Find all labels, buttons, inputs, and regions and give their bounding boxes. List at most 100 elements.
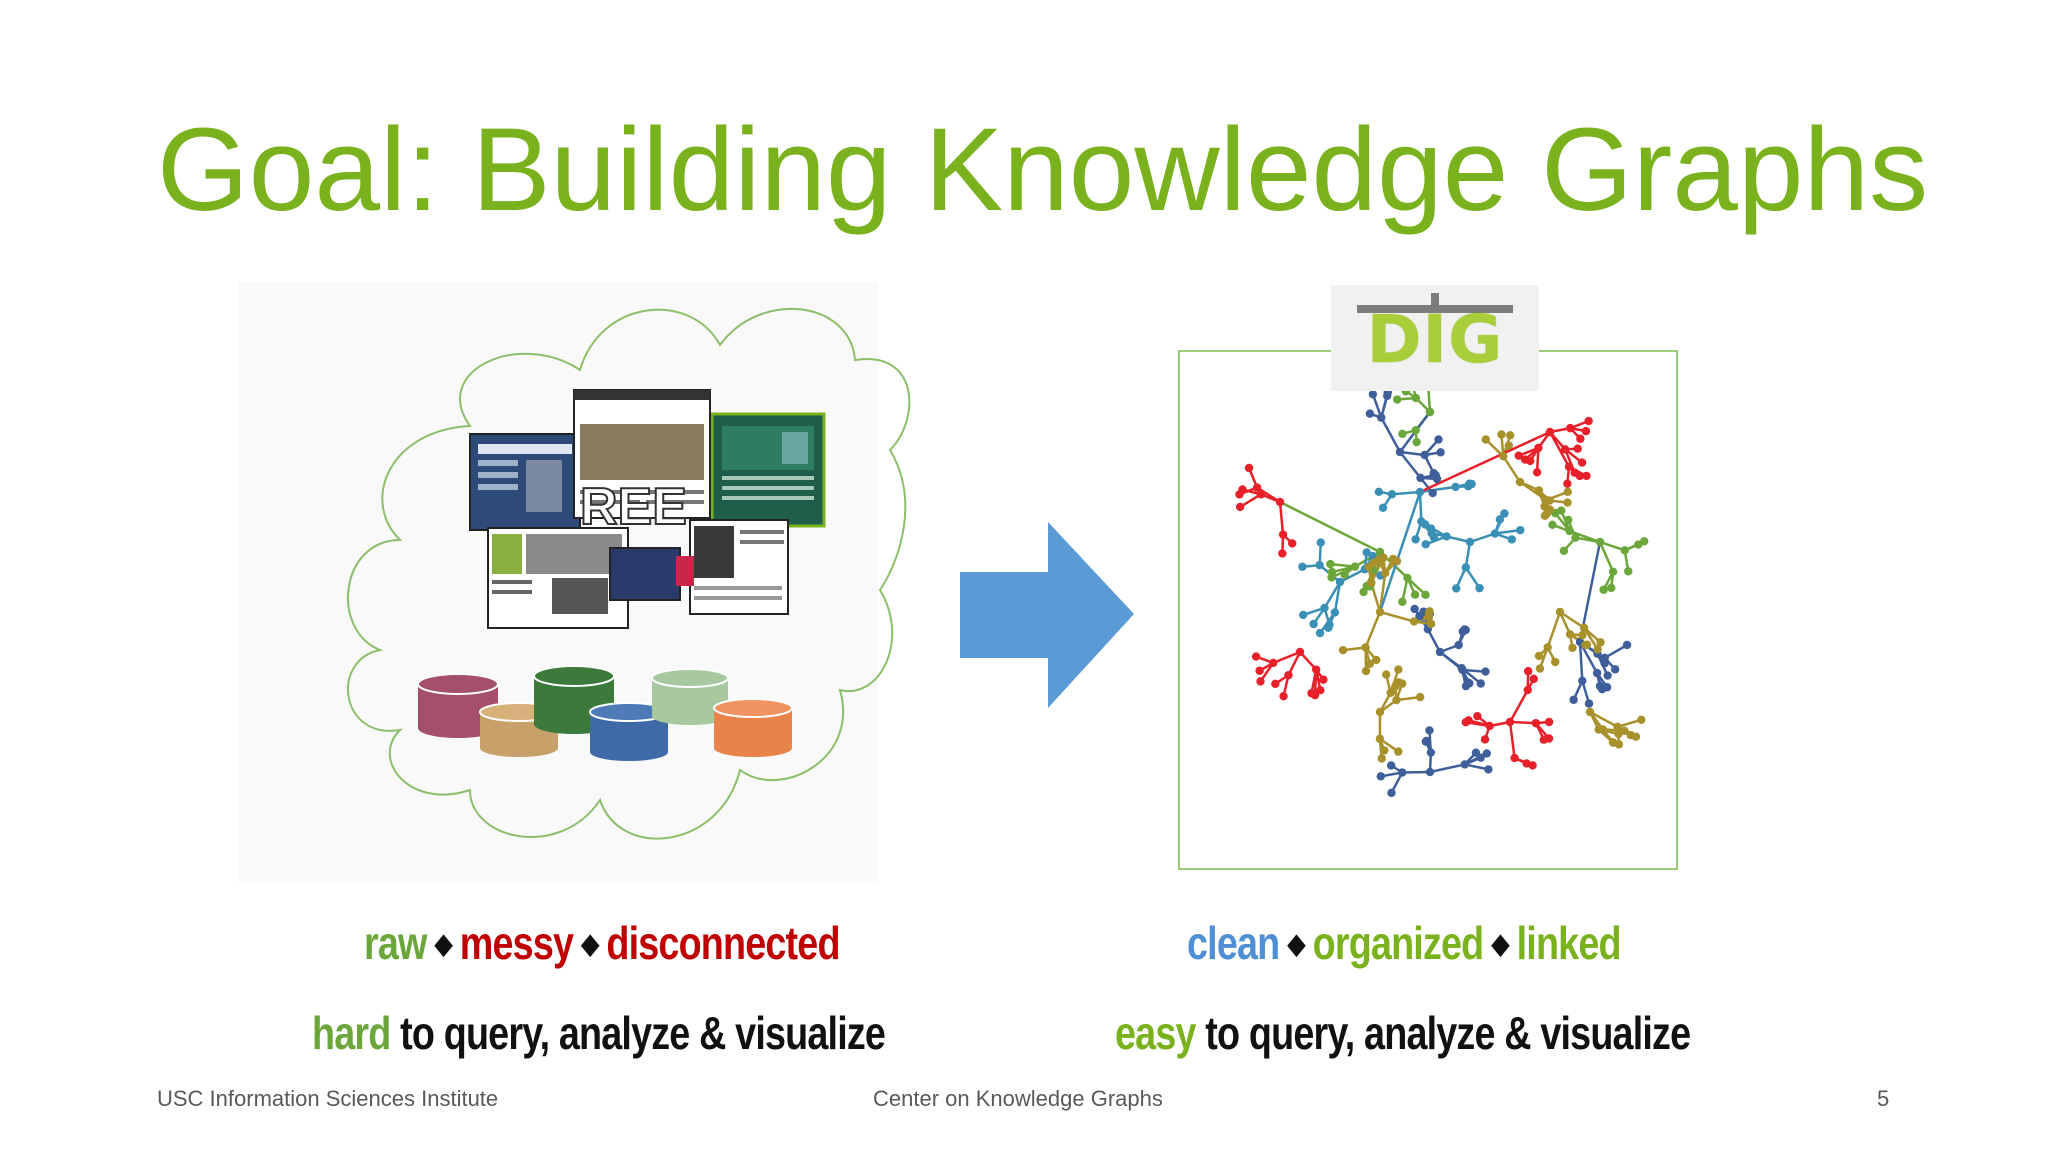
dig-logo-text: DIG (1366, 301, 1504, 378)
graph-node (1350, 562, 1360, 571)
graph-edge (1508, 689, 1529, 723)
graph-node (1573, 444, 1582, 453)
graph-node (1425, 726, 1434, 735)
graph-node (1626, 730, 1635, 740)
footer-center-title: Center on Knowledge Graphs (873, 1086, 1163, 1111)
graph-node (1481, 435, 1491, 444)
graph-node (1610, 665, 1620, 674)
graph-node (1311, 665, 1321, 674)
graph-node (1507, 535, 1516, 544)
graph-node (1278, 530, 1288, 539)
graph-node (1394, 665, 1403, 674)
graph-edge (1278, 501, 1285, 535)
graph-node (1376, 772, 1385, 781)
graph-edge (1391, 490, 1421, 496)
graph-edge (1402, 770, 1431, 774)
graph-node (1386, 688, 1395, 698)
graph-node (1516, 525, 1525, 535)
graph-node (1326, 559, 1335, 569)
graph-node (1534, 651, 1544, 661)
graph-node (1235, 490, 1244, 499)
graph-node (1581, 640, 1590, 650)
graph-node (1514, 451, 1523, 460)
graph-node (1463, 678, 1473, 687)
graph-node (1426, 619, 1436, 629)
graph-edge (1509, 720, 1536, 725)
graph-node (1295, 647, 1305, 657)
graph-node (1415, 487, 1425, 497)
graph-node (1365, 659, 1374, 668)
graph-edge (1419, 430, 1551, 494)
graph-node (1378, 503, 1388, 513)
transform-arrow-icon (960, 522, 1134, 708)
graph-node (1421, 540, 1430, 549)
graph-edge (1508, 721, 1516, 759)
graph-node (1528, 761, 1537, 770)
graph-node (1505, 431, 1515, 440)
graph-node (1473, 711, 1482, 721)
graph-nodes (1235, 363, 1649, 798)
graph-node (1613, 722, 1622, 731)
graph-node (1534, 486, 1544, 495)
graph-node (1275, 497, 1285, 507)
graph-node (1622, 640, 1632, 650)
graph-node (1593, 645, 1602, 654)
graph-node (1416, 473, 1425, 483)
graph-node (1327, 567, 1337, 577)
graph-node (1412, 437, 1421, 447)
graph-edge (1589, 710, 1619, 728)
graph-edge (1548, 431, 1571, 468)
graph-node (1380, 746, 1389, 755)
left-caption-line1: raw◆messy◆disconnected (364, 916, 841, 970)
graph-edge (1464, 541, 1472, 568)
graph-node (1307, 689, 1316, 698)
graph-node (1624, 567, 1633, 576)
graph-node (1436, 448, 1445, 457)
graph-node (1410, 604, 1419, 614)
graph-node (1369, 558, 1378, 567)
graph-node (1383, 391, 1392, 401)
graph-node (1269, 658, 1278, 668)
graph-node (1485, 721, 1494, 731)
graph-node (1484, 765, 1493, 774)
graph-node (1381, 670, 1391, 679)
left-caption-line2: hard to query, analyze & visualize (312, 1006, 886, 1060)
graph-node (1377, 413, 1386, 422)
graph-node (1279, 691, 1288, 701)
graph-node (1244, 463, 1254, 473)
graph-node (1592, 668, 1602, 678)
graph-node (1634, 540, 1643, 549)
database-cylinders (417, 665, 793, 761)
graph-node (1377, 754, 1386, 763)
graph-node (1421, 590, 1430, 599)
graph-node (1386, 761, 1396, 770)
graph-node (1309, 619, 1318, 629)
graph-node (1465, 537, 1475, 547)
graph-node (1535, 664, 1545, 673)
graph-node (1365, 409, 1375, 418)
graph-node (1542, 509, 1552, 518)
graph-node (1299, 610, 1308, 620)
graph-node (1375, 707, 1385, 717)
graph-node (1582, 471, 1591, 481)
graph-node (1578, 631, 1587, 640)
graph-node (1424, 613, 1434, 622)
graph-node (1361, 643, 1370, 652)
graph-node (1425, 407, 1435, 417)
graph-node (1600, 653, 1610, 663)
graph-node (1394, 747, 1403, 756)
graph-node (1335, 577, 1345, 587)
caption-hard: hard (312, 1007, 391, 1059)
knowledge-graph-visualization (1235, 363, 1649, 798)
graph-edge (1418, 491, 1423, 522)
graph-node (1252, 483, 1262, 492)
graph-node (1420, 450, 1429, 460)
caption-linked: linked (1516, 917, 1622, 969)
caption-raw: raw (364, 917, 427, 969)
graph-node (1395, 447, 1405, 457)
graph-node (1320, 603, 1329, 613)
graph-node (1563, 487, 1573, 497)
graph-node (1411, 393, 1421, 403)
graph-node (1255, 666, 1264, 675)
